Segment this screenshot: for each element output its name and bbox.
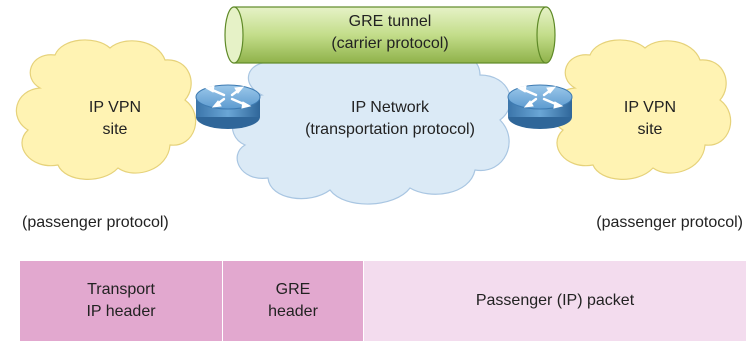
- payload-label: Passenger (IP) packet: [475, 292, 635, 309]
- right-site-title: IP VPN: [623, 99, 677, 116]
- payload-cell: Passenger (IP) packet: [364, 261, 746, 341]
- tunnel-title: GRE tunnel: [348, 13, 432, 30]
- gre-header-line2: header: [268, 303, 318, 320]
- left-site-cloud: [15, 39, 197, 180]
- left-site-label: IP VPN site: [60, 97, 170, 141]
- network-title: IP Network: [351, 99, 429, 116]
- transport-header-line2: IP header: [86, 303, 156, 320]
- gre-header-cell: GRE header: [223, 261, 364, 341]
- left-site-title: IP VPN: [88, 99, 142, 116]
- transport-header-line1: Transport: [87, 281, 155, 298]
- right-passenger-protocol: (passenger protocol): [596, 214, 743, 231]
- network-label: IP Network (transportation protocol): [280, 97, 500, 141]
- right-site-cloud: [550, 39, 732, 180]
- gre-header-line1: GRE: [275, 281, 311, 298]
- right-site-label: IP VPN site: [595, 97, 705, 141]
- packet-structure: Transport IP header GRE header Passenger…: [20, 260, 746, 341]
- left-passenger-protocol: (passenger protocol): [22, 214, 169, 231]
- gre-tunnel: [224, 6, 556, 64]
- network-protocol: (transportation protocol): [305, 121, 475, 138]
- router-icon: [194, 83, 262, 131]
- tunnel-protocol: (carrier protocol): [331, 35, 449, 52]
- tunnel-label: GRE tunnel (carrier protocol): [290, 11, 490, 55]
- router-icon: [506, 83, 574, 131]
- transport-header-cell: Transport IP header: [20, 261, 223, 341]
- left-site-subtitle: site: [102, 121, 128, 138]
- right-site-subtitle: site: [637, 121, 663, 138]
